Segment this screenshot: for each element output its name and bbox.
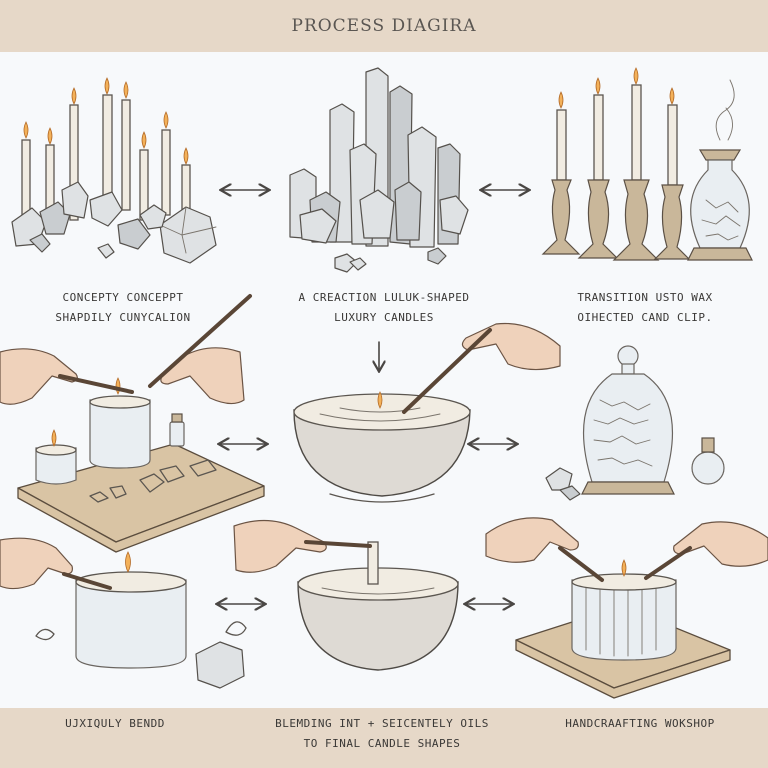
glass-vessel-icon: [687, 79, 753, 261]
caption-line: A CREACTION LULUK-SHAPED: [298, 291, 470, 304]
caption-step8: BLEMDING INT + SEICENTELY OILS TO FINAL …: [262, 714, 502, 754]
caption-step1: CONCEPTY CONCEPPT SHAPDILY CUNYCALION: [18, 288, 228, 328]
caption-line: TRANSITION USTO WAX: [577, 291, 713, 304]
caption-line: BLEMDING INT + SEICENTELY OILS: [275, 717, 489, 730]
hand-icon: [233, 519, 372, 573]
hand-icon: [485, 517, 604, 582]
caption-step2: A CREACTION LULUK-SHAPED LUXURY CANDLES: [268, 288, 500, 328]
hand-icon: [644, 521, 768, 580]
step2-crystal-shapes-illustration: [289, 67, 469, 273]
step3-candlesticks-vessel-illustration: [541, 67, 753, 261]
caption-step7: UJXIQULY BENDD: [40, 714, 190, 734]
step7-glass-candle-illustration: [0, 537, 247, 689]
crystal-cluster-icon: [11, 181, 217, 264]
hand-icon: [402, 322, 561, 414]
header-bar: PROCESS DIAGIRA: [0, 0, 768, 52]
caption-line: UJXIQULY BENDD: [65, 717, 165, 730]
caption-line: LUXURY CANDLES: [334, 311, 434, 324]
caption-line: SHAPDILY CUNYCALION: [55, 311, 191, 324]
caption-line: HANDCRAAFTING WOKSHOP: [565, 717, 715, 730]
hand-icon: [0, 348, 134, 405]
candlestick-icon: [541, 67, 691, 261]
page-title: PROCESS DIAGIRA: [291, 16, 477, 36]
taper-candle-group-icon: [21, 77, 191, 231]
caption-step9: HANDCRAAFTING WOKSHOP: [540, 714, 740, 734]
step5-mixing-bowl-illustration: [293, 322, 561, 503]
step4-candle-making-board-illustration: [0, 294, 265, 553]
step1-candles-crystals-illustration: [11, 77, 217, 264]
caption-step3: TRANSITION USTO WAX OIHECTED CAND CLIP.: [540, 288, 750, 328]
footer-bar: [0, 708, 768, 768]
caption-line: OIHECTED CAND CLIP.: [577, 311, 713, 324]
step8-bowl-wick-illustration: [233, 519, 459, 671]
hand-icon: [148, 294, 252, 405]
caption-line: CONCEPTY CONCEPPT: [62, 291, 184, 304]
step9-workshop-illustration: [485, 517, 768, 699]
step6-crystal-jar-illustration: [545, 345, 725, 501]
hand-icon: [0, 537, 112, 590]
caption-line: TO FINAL CANDLE SHAPES: [303, 737, 461, 750]
